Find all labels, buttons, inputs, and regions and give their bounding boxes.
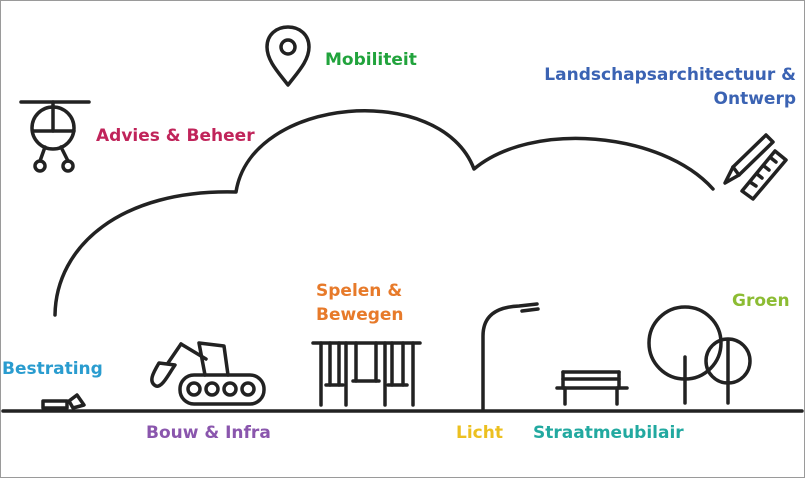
label-straatmeubilair[interactable]: Straatmeubilair [533, 423, 684, 443]
label-bestrating[interactable]: Bestrating [2, 359, 103, 379]
label-landschapsarchitectuur-line2: Ontwerp [713, 89, 796, 109]
label-licht[interactable]: Licht [456, 423, 503, 443]
pencil-ruler-icon[interactable] [723, 133, 788, 201]
label-spelen-line2: Bewegen [316, 305, 404, 325]
label-bouw-infra[interactable]: Bouw & Infra [146, 423, 271, 443]
helicopter-icon[interactable] [19, 100, 91, 173]
bench-icon[interactable] [555, 370, 629, 406]
label-landschapsarchitectuur-line1: Landschapsarchitectuur & [544, 65, 796, 85]
label-spelen-line1: Spelen & [316, 281, 403, 301]
paving-stones-icon[interactable] [41, 393, 86, 410]
label-groen[interactable]: Groen [732, 291, 790, 311]
label-mobiliteit[interactable]: Mobiliteit [325, 50, 417, 70]
trees-icon[interactable] [647, 305, 752, 405]
label-landschapsarchitectuur[interactable]: Landschapsarchitectuur & Ontwerp [544, 63, 796, 111]
excavator-icon[interactable] [150, 341, 266, 406]
street-lamp-icon[interactable] [481, 302, 540, 411]
location-pin-icon[interactable] [265, 25, 311, 87]
label-spelen-bewegen[interactable]: Spelen & Bewegen [316, 279, 404, 327]
swing-set-icon[interactable] [311, 341, 422, 407]
cloud-outline [53, 109, 715, 317]
label-advies-beheer[interactable]: Advies & Beheer [96, 126, 255, 146]
